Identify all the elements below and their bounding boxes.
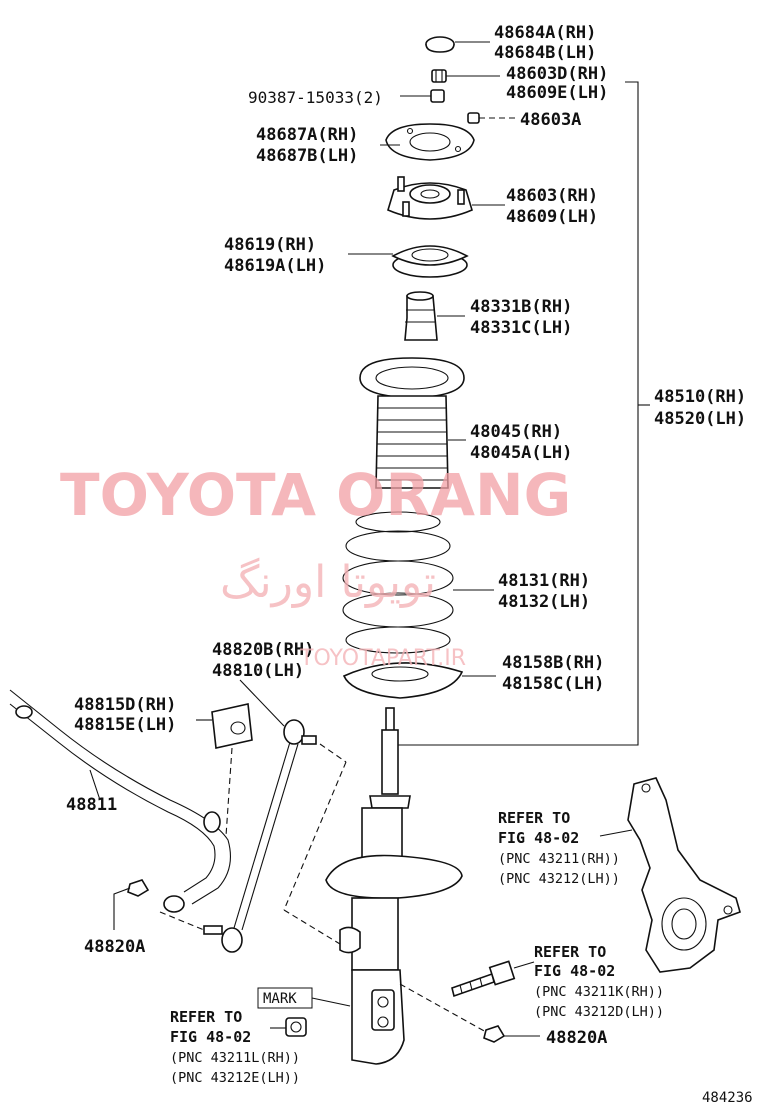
label-48810-lh: 48810(LH) [212, 661, 304, 681]
label-48619a-lh: 48619A(LH) [224, 256, 326, 276]
label-48520-lh: 48520(LH) [654, 409, 746, 429]
label-48510: 48510(RH) 48520(LH) [654, 387, 746, 429]
coil-spring-part [342, 511, 494, 654]
label-48603: 48603(RH) 48609(LH) [506, 186, 598, 227]
ref-bolt-pnc-rh: (PNC 43211K(RH)) [534, 984, 664, 1000]
label-48815: 48815D(RH) 48815E(LH) [74, 695, 176, 735]
lower-insulator-part [342, 662, 496, 699]
label-48619: 48619(RH) 48619A(LH) [224, 235, 326, 276]
label-48510-rh: 48510(RH) [654, 387, 746, 407]
ref-nut-pnc-rh: (PNC 43211L(RH)) [170, 1050, 300, 1066]
nut-48603a-part [467, 112, 515, 124]
dust-cap-part [425, 36, 490, 53]
stabilizer-bushing-part [196, 703, 253, 837]
label-48687b: 48687B(LH) [256, 146, 358, 166]
label-48820a-left: 48820A [84, 937, 145, 957]
lock-nut-part [431, 69, 500, 83]
support-plate-part [380, 123, 475, 161]
label-48687: 48687A(RH) 48687B(LH) [256, 125, 358, 166]
label-48045: 48045(RH) 48045A(LH) [470, 422, 572, 463]
stabilizer-link-part [203, 679, 347, 953]
label-48603-rh: 48603(RH) [506, 186, 598, 206]
nut-48820a-left-part [113, 879, 205, 931]
upper-seat-bearing-part [348, 245, 469, 278]
label-48131-rh: 48131(RH) [498, 571, 590, 591]
watermark: TOYOTA ORANG تویوتا اورنگ TOYOTAPART.IR [60, 461, 571, 671]
ref-knuckle: REFER TO FIG 48-02 (PNC 43211(RH)) (PNC … [498, 809, 620, 887]
ref-bolt-line2: FIG 48-02 [534, 962, 615, 980]
strut-mount-part [387, 176, 505, 220]
ref-bolt: REFER TO FIG 48-02 (PNC 43211K(RH)) (PNC… [534, 943, 664, 1020]
stabilizer-bar-part [9, 689, 231, 913]
label-48619-rh: 48619(RH) [224, 235, 316, 255]
label-48815e: 48815E(LH) [74, 715, 176, 735]
label-48331b: 48331B(RH) [470, 297, 572, 317]
mark-callout: MARK [257, 987, 351, 1009]
label-48331c: 48331C(LH) [470, 318, 572, 338]
label-48158b: 48158B(RH) [502, 653, 604, 673]
label-48684b: 48684B(LH) [494, 43, 596, 63]
collar-part [400, 89, 445, 103]
watermark-persian: تویوتا اورنگ [220, 557, 436, 608]
mark-label: MARK [263, 991, 297, 1007]
label-48687a: 48687A(RH) [256, 125, 358, 145]
steering-knuckle-part [599, 777, 741, 973]
label-48131: 48131(RH) 48132(LH) [498, 571, 590, 612]
label-48603a: 48603A [520, 110, 581, 130]
ref-knuckle-pnc-rh: (PNC 43211(RH)) [498, 851, 620, 867]
label-48158: 48158B(RH) 48158C(LH) [502, 653, 604, 694]
flange-nut-part [270, 1017, 307, 1037]
ref-nut-line1: REFER TO [170, 1008, 242, 1026]
label-48609e-lh: 48609E(LH) [506, 83, 608, 103]
label-48684: 48684A(RH) 48684B(LH) [494, 23, 596, 63]
label-48045a-lh: 48045A(LH) [470, 443, 572, 463]
figure-number: 484236 [702, 1090, 753, 1106]
label-48132-lh: 48132(LH) [498, 592, 590, 612]
nut-48820a-right-part [399, 983, 540, 1043]
ref-bolt-pnc-lh: (PNC 43212D(LH)) [534, 1004, 664, 1020]
label-48820a-right: 48820A [546, 1028, 607, 1048]
label-48331: 48331B(RH) 48331C(LH) [470, 297, 572, 338]
label-48158c: 48158C(LH) [502, 674, 604, 694]
bound-stopper-part [404, 291, 465, 341]
watermark-site: TOYOTAPART.IR [299, 646, 466, 671]
label-48684a: 48684A(RH) [494, 23, 596, 43]
label-48811: 48811 [66, 795, 117, 815]
watermark-brand: TOYOTA ORANG [60, 461, 571, 529]
label-48609-lh: 48609(LH) [506, 207, 598, 227]
label-48603d: 48603D(RH) 48609E(LH) [506, 64, 608, 103]
label-48820b-rh: 48820B(RH) [212, 640, 314, 660]
ref-nut-line2: FIG 48-02 [170, 1028, 251, 1046]
label-90387: 90387-15033(2) [248, 88, 383, 107]
bolt-part [451, 960, 535, 998]
label-48603d-rh: 48603D(RH) [506, 64, 608, 84]
ref-knuckle-pnc-lh: (PNC 43212(LH)) [498, 871, 620, 887]
ref-knuckle-line1: REFER TO [498, 809, 570, 827]
dust-boot-part [359, 357, 466, 489]
ref-knuckle-line2: FIG 48-02 [498, 829, 579, 847]
label-48815d: 48815D(RH) [74, 695, 176, 715]
label-48045-rh: 48045(RH) [470, 422, 562, 442]
ref-nut: REFER TO FIG 48-02 (PNC 43211L(RH)) (PNC… [170, 1008, 300, 1086]
ref-bolt-line1: REFER TO [534, 943, 606, 961]
shock-absorber-part [325, 707, 463, 1065]
label-48820b: 48820B(RH) 48810(LH) [212, 640, 314, 681]
assembly-bracket [398, 81, 650, 746]
ref-nut-pnc-lh: (PNC 43212E(LH)) [170, 1070, 300, 1086]
